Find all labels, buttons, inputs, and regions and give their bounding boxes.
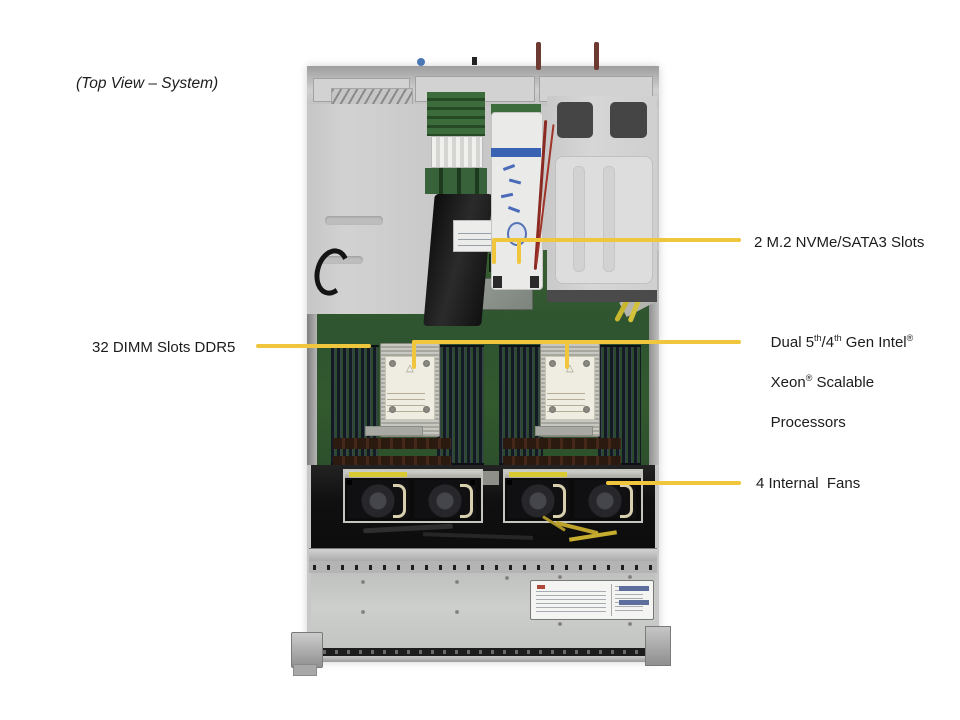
callout-line-dimm xyxy=(256,344,371,348)
cpu-label-line3: Processors xyxy=(770,414,846,431)
cpu-label-line1: Dual 5th/4th Gen Intel® xyxy=(770,333,914,352)
module-foot xyxy=(530,276,539,288)
fan-handle xyxy=(460,484,473,518)
sticker-blue-bar xyxy=(619,586,649,591)
heatsink-screw xyxy=(423,406,430,413)
heatsink-screw xyxy=(389,406,396,413)
stamped-rib xyxy=(325,216,383,225)
power-connector-row xyxy=(503,456,621,465)
rivet xyxy=(628,575,632,579)
callout-line-m2 xyxy=(492,238,741,242)
callout-label-fans: 4 Internal Fans xyxy=(756,475,861,492)
rivet xyxy=(628,622,632,626)
fan-handle xyxy=(553,484,566,518)
heatsink-screw xyxy=(549,406,556,413)
riser-card xyxy=(425,168,487,194)
fan-sticker xyxy=(349,472,407,477)
rivet xyxy=(558,575,562,579)
fan-handle xyxy=(393,484,406,518)
sticker-red-mark xyxy=(537,585,545,589)
chassis-left-rail xyxy=(307,314,317,465)
fan-handle xyxy=(620,484,633,518)
ribbon-cable xyxy=(423,194,493,326)
callout-line-cpu-pointer-2 xyxy=(565,340,569,369)
sticker-text-lines xyxy=(536,591,606,615)
stamped-rib xyxy=(321,256,363,264)
fan-module-rail xyxy=(345,471,481,478)
fan-module-1 xyxy=(343,469,483,523)
front-bottom-edge xyxy=(311,656,655,662)
air-duct xyxy=(431,136,483,168)
rivet xyxy=(361,580,365,584)
power-connector-row xyxy=(503,438,621,449)
cpu-label-line2: Xeon® Scalable xyxy=(770,373,875,392)
chassis-left-wall xyxy=(307,104,431,314)
callout-line-cpu xyxy=(412,340,741,344)
board-connector xyxy=(365,426,423,436)
black-screw xyxy=(472,57,477,65)
heatsink-screw xyxy=(549,360,556,367)
spec-label-sticker xyxy=(530,580,654,620)
blue-screw xyxy=(417,58,425,66)
callout-label-m2: 2 M.2 NVMe/SATA3 Slots xyxy=(754,234,925,251)
rivet xyxy=(455,610,459,614)
callout-line-m2-pointer-1 xyxy=(492,238,496,264)
psu-ridge xyxy=(573,166,585,272)
fan-screw xyxy=(347,480,352,485)
fan-screw xyxy=(470,480,475,485)
fan-module-2 xyxy=(503,469,643,523)
rivet xyxy=(505,576,509,580)
board-connector xyxy=(535,426,593,436)
warning-triangle-icon: △ xyxy=(406,363,414,374)
fan-screw xyxy=(507,480,512,485)
thumb-screw xyxy=(536,42,541,70)
callout-line-cpu-pointer-1 xyxy=(412,340,416,369)
riser-card xyxy=(427,92,485,136)
cpu-heatsink-2: △ xyxy=(540,343,600,437)
sticker-blue-bar xyxy=(619,600,649,605)
callout-line-fans xyxy=(606,481,741,485)
chassis-right-rail xyxy=(649,250,659,465)
mounting-ear-right xyxy=(645,626,671,666)
sticker-divider xyxy=(611,584,612,616)
ribbon-sticker xyxy=(453,220,497,252)
mounting-ear-left xyxy=(291,632,323,668)
callout-line-m2-pointer-2 xyxy=(517,238,521,264)
psu-bay-shadow xyxy=(547,290,657,302)
heatsink-screw xyxy=(583,406,590,413)
mounting-ear-left-foot xyxy=(293,664,317,676)
heatsink-screw xyxy=(423,360,430,367)
fan-module-rail xyxy=(505,471,641,478)
power-connector-row xyxy=(333,456,451,465)
fan-bay-divider xyxy=(483,471,499,485)
mid-crossbar xyxy=(309,548,657,562)
backplane-pin-strip xyxy=(309,561,657,573)
module-foot xyxy=(493,276,502,288)
cpu-heatsink-1: △ xyxy=(380,343,440,437)
server-top-view-photo: △ △ xyxy=(291,8,671,676)
psu-cutout xyxy=(557,102,593,138)
rivet xyxy=(558,622,562,626)
psu-cutout xyxy=(610,102,647,138)
heatsink-screw xyxy=(583,360,590,367)
warning-triangle-icon: △ xyxy=(566,363,574,374)
callout-label-cpu: Dual 5th/4th Gen Intel® Xeon® Scalable P… xyxy=(754,313,914,453)
rivet xyxy=(455,580,459,584)
psu-ridge xyxy=(603,166,615,272)
fan-sticker xyxy=(509,472,567,477)
module-blue-stripe xyxy=(491,148,541,157)
front-serrated-strip xyxy=(311,648,655,656)
heatsink-screw xyxy=(389,360,396,367)
callout-label-dimm: 32 DIMM Slots DDR5 xyxy=(92,339,236,356)
thumb-screw xyxy=(594,42,599,70)
power-connector-row xyxy=(333,438,451,449)
rivet xyxy=(361,610,365,614)
figure-title: (Top View – System) xyxy=(76,75,219,92)
